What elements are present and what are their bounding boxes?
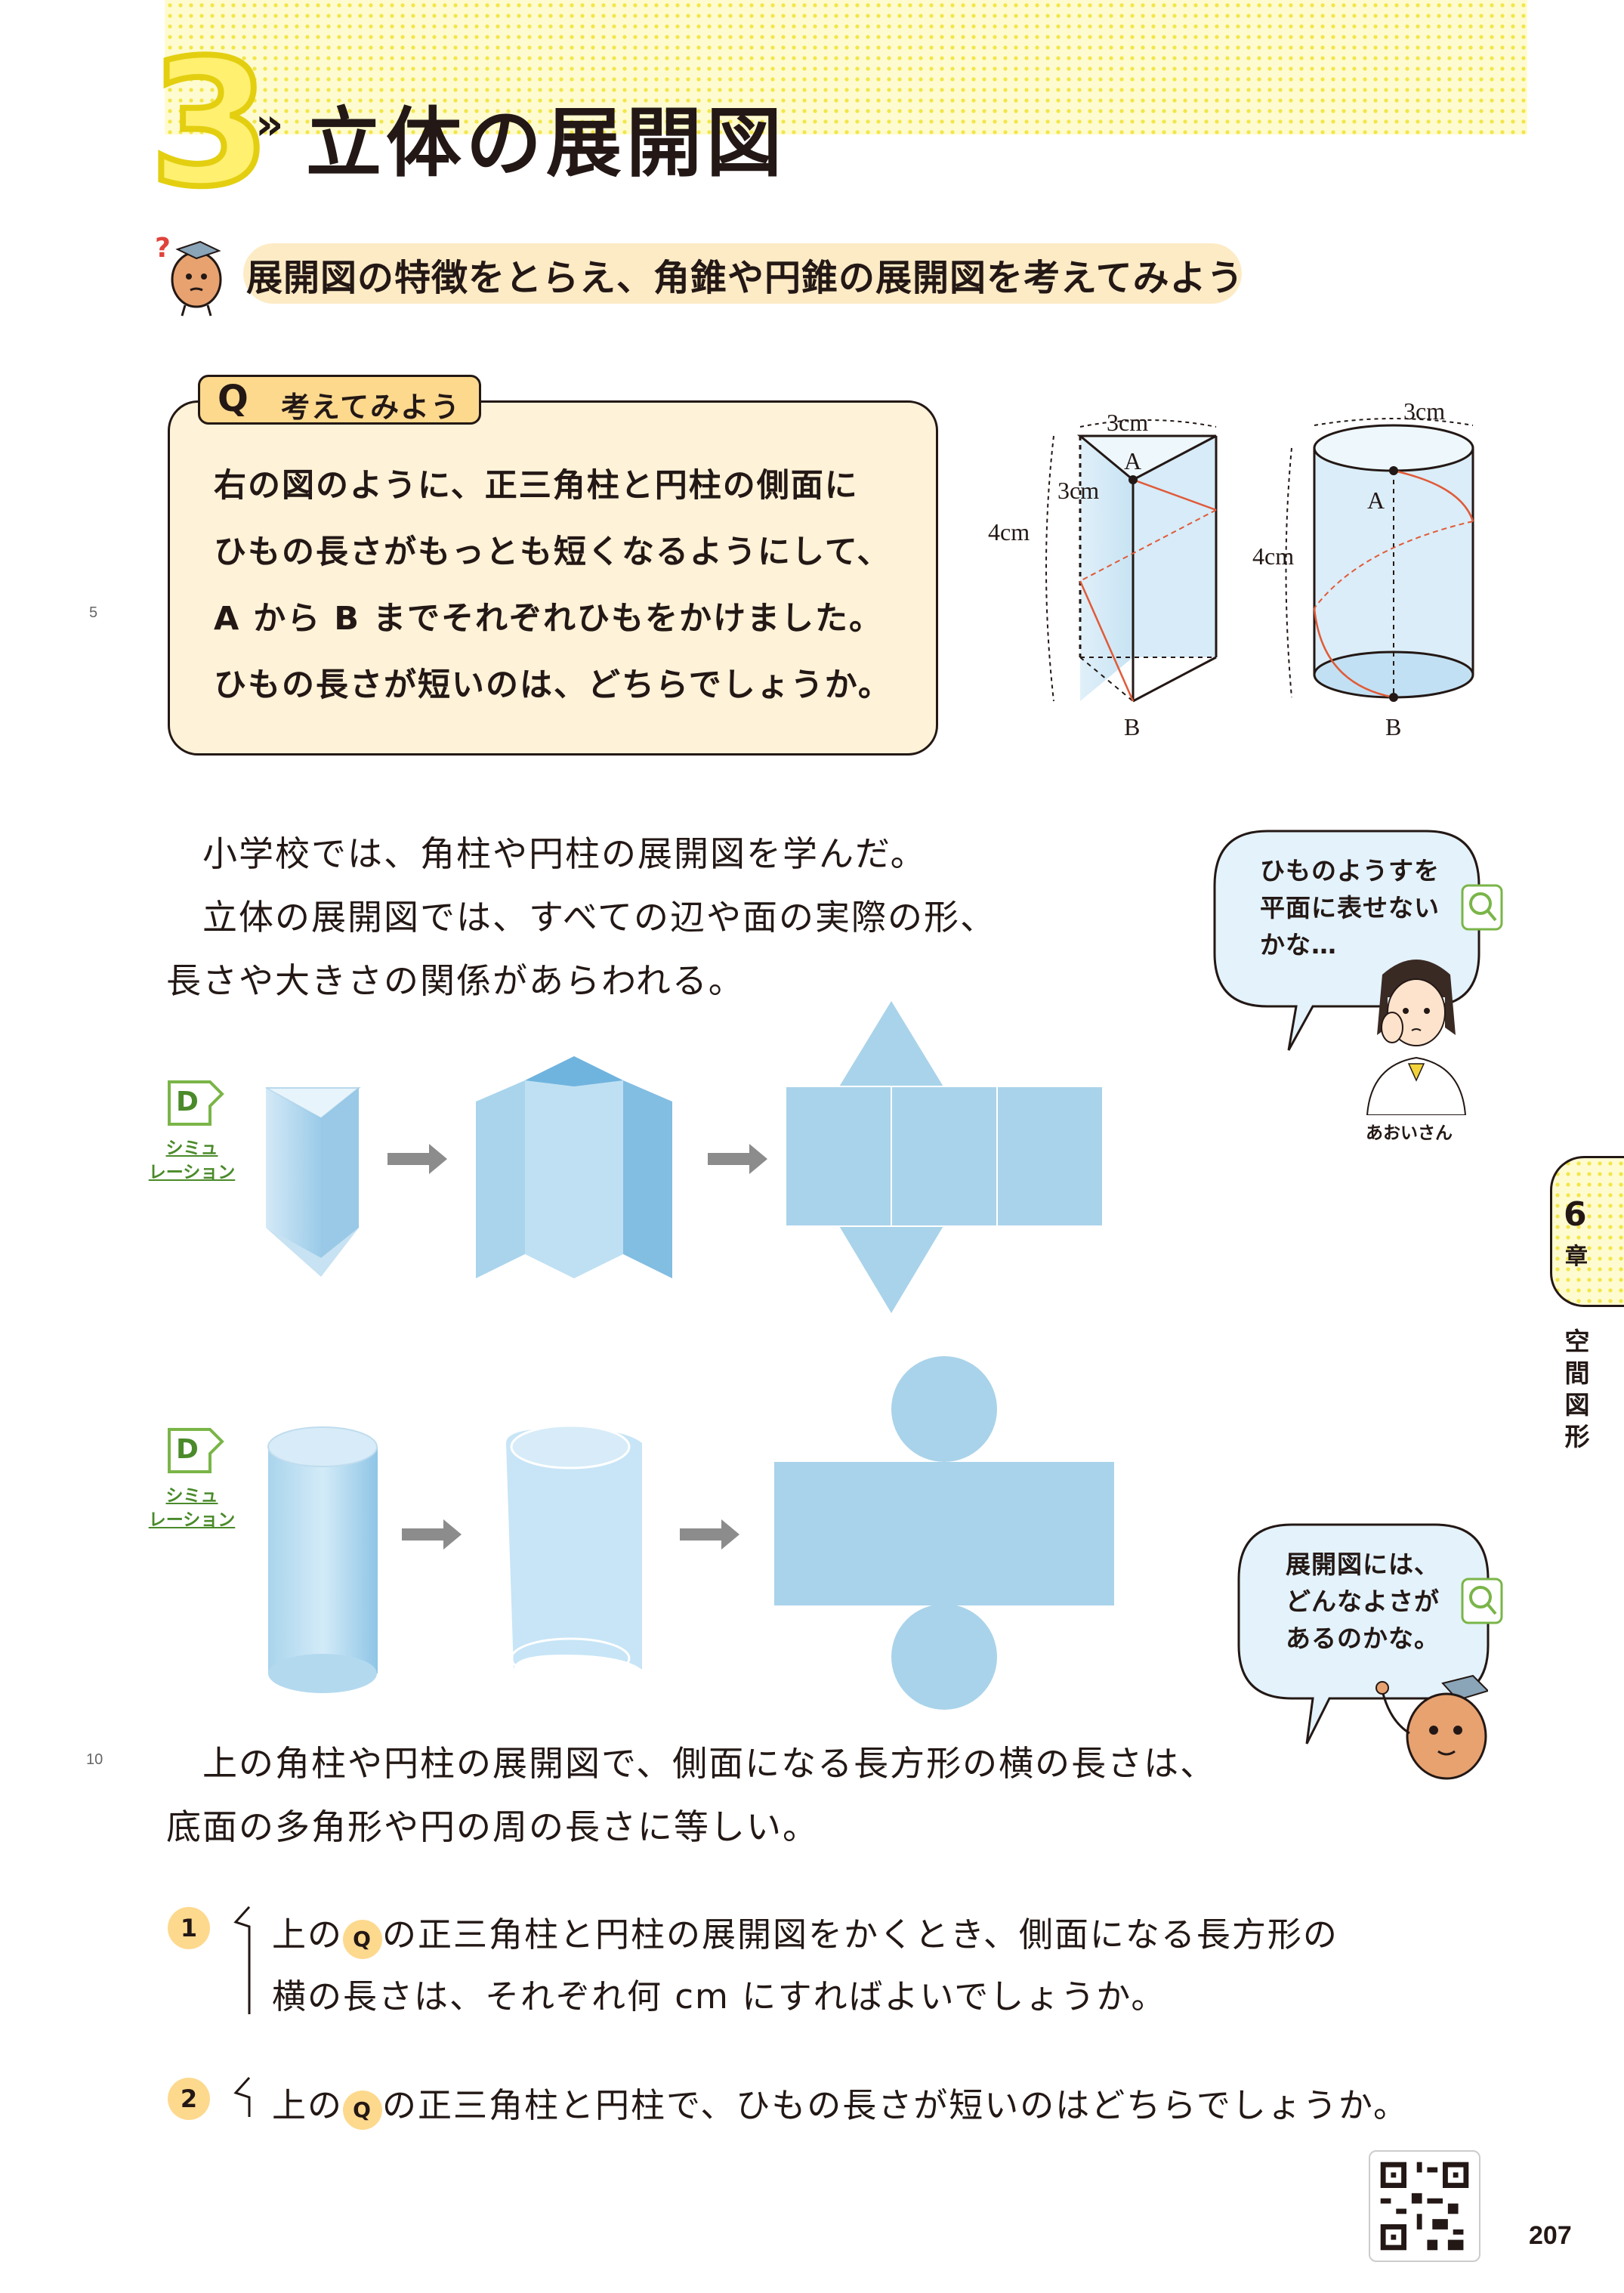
- prism-net-illustration: [265, 998, 1104, 1316]
- simulation-icon-letter: D: [176, 1086, 199, 1117]
- mascot-bubble-line: あるのかな。: [1286, 1624, 1440, 1653]
- qr-code[interactable]: [1369, 2150, 1480, 2262]
- summary-line: 上の角柱や円柱の展開図で、側面になる長方形の横の長さは、: [202, 1743, 1217, 1784]
- digital-content-icon: [168, 1080, 224, 1126]
- prism-point-a: A: [1124, 447, 1141, 474]
- arrow-right-icon: [402, 1519, 462, 1550]
- cylinder-point-a: A: [1367, 487, 1385, 514]
- arrow-right-icon: [708, 1144, 767, 1174]
- prism-top-face: [1076, 434, 1217, 481]
- q-badge: Q: [218, 378, 249, 420]
- prism-net: [785, 998, 1104, 1316]
- intro-line: 長さや大きさの関係があらわれる。: [166, 960, 745, 1001]
- question-line: ひもの長さが短いのは、どちらでしょうか。: [214, 666, 892, 704]
- question-line: ひもの長さがもっとも短くなるようにして、: [214, 533, 891, 571]
- aoi-character-illustration: [1366, 960, 1467, 1115]
- question-line: A から B までそれぞれひもをかけました。: [214, 600, 883, 638]
- chapter-tab: [1550, 1156, 1624, 1307]
- line-number: 10: [86, 1751, 103, 1768]
- magnifier-icon: [1461, 884, 1503, 931]
- intro-line: 小学校では、角柱や円柱の展開図を学んだ。: [202, 833, 927, 874]
- q-reference-badge: Q: [343, 2091, 383, 2130]
- intro-line: 立体の展開図では、すべての辺や面の実際の形、: [202, 897, 996, 938]
- mascot-bubble: [1237, 1523, 1503, 1744]
- line-number: 5: [89, 604, 98, 621]
- goal-text: 展開図の特徴をとらえ、角錐や円錐の展開図を考えてみよう: [246, 257, 1244, 299]
- prism-top-edge-label: 3cm: [1107, 409, 1148, 436]
- cylinder-net: [774, 1356, 1114, 1710]
- question-tab: [198, 375, 481, 425]
- qr-code-icon: [1380, 2162, 1469, 2251]
- arrow-right-icon: [387, 1144, 447, 1174]
- mascot-illustration: [1375, 1674, 1488, 1780]
- aoi-bubble-line: 平面に表せない: [1260, 893, 1440, 922]
- page-title: 立体の展開図: [306, 99, 786, 187]
- aoi-bubble-line: ひものようすを: [1260, 856, 1440, 885]
- cylinder-top-face: [1313, 424, 1474, 472]
- mascot-bubble-line: どんなよさが: [1286, 1587, 1440, 1616]
- simulation-icon-letter: D: [176, 1434, 199, 1465]
- cylinder-diameter-label: 3cm: [1403, 397, 1445, 425]
- section-number: 3: [147, 23, 273, 225]
- cylinder-solid: [268, 1447, 378, 1673]
- character-name: あおいさん: [1366, 1123, 1453, 1143]
- summary-line: 底面の多角形や円の周の長さに等しい。: [166, 1806, 819, 1847]
- goal-bar: [243, 243, 1242, 304]
- question-line: 右の図のように、正三角柱と円柱の側面に: [214, 467, 859, 505]
- cylinder-height-label: 4cm: [1252, 542, 1294, 570]
- prism-unfolding: [476, 1080, 525, 1278]
- page-number: 207: [1529, 2221, 1572, 2250]
- aoi-bubble-line: かな…: [1260, 930, 1337, 960]
- problem-bracket: [233, 1905, 251, 2014]
- problem-line: 横の長さは、それぞれ何 cm にすればよいでしょうか。: [272, 1976, 1167, 2016]
- simulation-link[interactable]: シミュレーション: [148, 1486, 236, 1530]
- magnifier-icon: [1461, 1578, 1503, 1624]
- cylinder-net-illustration: [267, 1356, 1114, 1710]
- question-tab-label: 考えてみよう: [281, 391, 462, 424]
- digital-content-icon: [168, 1428, 224, 1473]
- svg-text:?: ?: [155, 233, 171, 264]
- arrow-right-icon: [680, 1519, 739, 1550]
- chapter-number: 6: [1564, 1195, 1587, 1234]
- chapter-unit: 章: [1565, 1244, 1588, 1270]
- header-dotted-band: [165, 0, 1527, 134]
- cylinder-unfolding: [506, 1428, 642, 1670]
- prism-side-edge-label: 3cm: [1057, 477, 1099, 504]
- cylinder-point-b: B: [1385, 713, 1401, 740]
- problem-bracket: [233, 2076, 251, 2117]
- mascot-bubble-line: 展開図には、: [1286, 1550, 1440, 1579]
- prism-point-b: B: [1124, 713, 1140, 740]
- thinking-mascot-icon: ?: [155, 233, 222, 317]
- simulation-link[interactable]: シミュレーション: [148, 1139, 236, 1182]
- prism-figure: 3cm A 3cm 4cm B: [988, 409, 1218, 740]
- cylinder-figure: 3cm A 4cm B: [1252, 397, 1474, 740]
- section-arrow: »: [255, 98, 284, 150]
- q-reference-badge: Q: [343, 1920, 383, 1959]
- question-box: [168, 400, 938, 756]
- chapter-title: 空 間 図 形: [1564, 1327, 1590, 1451]
- prism-height-label: 4cm: [988, 518, 1030, 545]
- cylinder-string: [1393, 469, 1474, 522]
- problem-number-badge: 1: [168, 1907, 210, 1949]
- prism-string: [1132, 478, 1217, 511]
- problem-number-badge: 2: [168, 2078, 210, 2120]
